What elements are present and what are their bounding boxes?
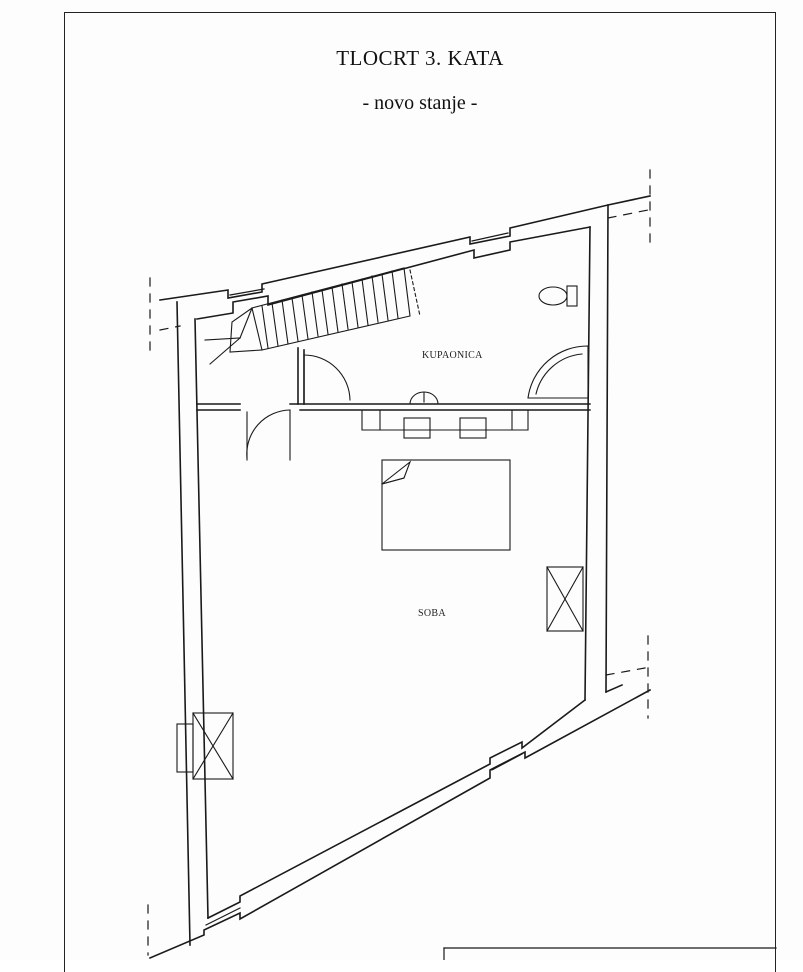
bathroom-fixtures <box>409 285 589 405</box>
room-label-bedroom: SOBA <box>418 608 446 619</box>
left-wall-outer <box>176 301 191 946</box>
right-wall-foot <box>604 683 624 694</box>
staircase <box>204 267 421 365</box>
legend-box-edge <box>443 947 777 960</box>
top-wall-inner <box>196 226 591 320</box>
neighbour-lines <box>147 169 651 956</box>
room-label-bathroom: KUPAONICA <box>422 350 483 361</box>
drawing-frame <box>64 12 776 972</box>
partition-wall <box>196 347 591 411</box>
windows-top <box>229 232 509 296</box>
toilet <box>538 286 568 306</box>
windows-bottom <box>205 753 523 926</box>
bedroom-furniture <box>176 409 584 780</box>
bottom-wall-inner <box>206 698 587 920</box>
right-wall-outer <box>605 204 609 693</box>
washbasin <box>409 391 439 405</box>
bed <box>381 459 511 551</box>
right-wall-inner <box>584 226 591 701</box>
drawing-title: TLOCRT 3. KATA <box>336 46 504 70</box>
doors <box>246 354 351 461</box>
shower <box>527 345 589 399</box>
bottom-wall-outer <box>148 688 652 960</box>
outer-walls <box>148 195 652 960</box>
drawing-subtitle: - novo stanje - <box>362 92 478 114</box>
top-wall-outer <box>159 195 651 301</box>
left-wall-inner <box>194 318 209 919</box>
